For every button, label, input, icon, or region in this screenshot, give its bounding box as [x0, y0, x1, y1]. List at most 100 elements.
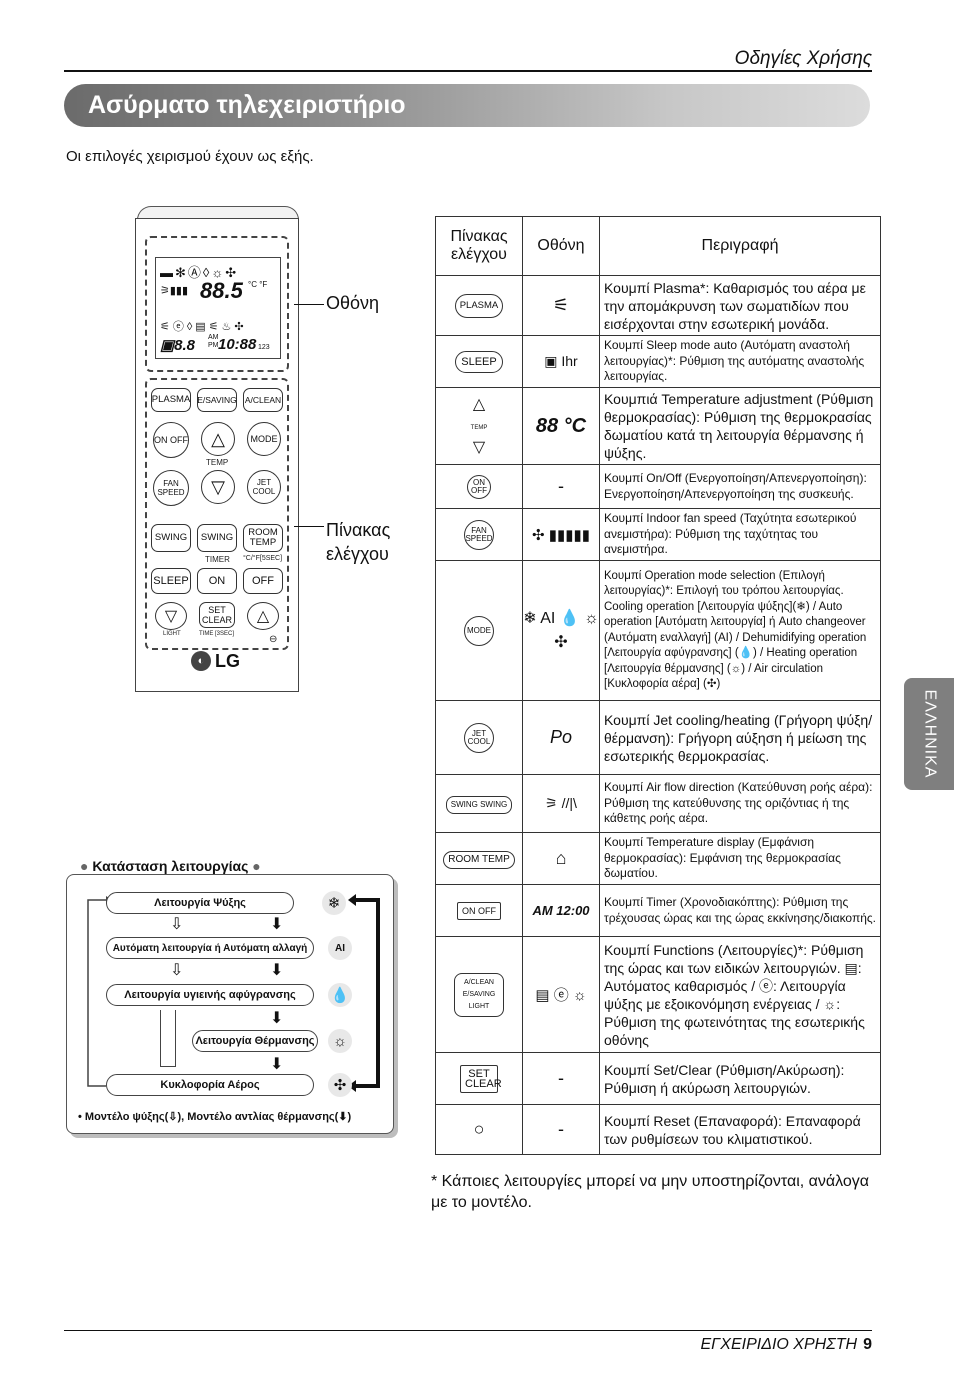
title-bar: Ασύρματο τηλεχειριστήριο — [64, 84, 870, 127]
col-header-display: Οθόνη — [522, 216, 600, 276]
mode-cooling: Λειτουργία Ψύξης — [106, 892, 294, 914]
arrow-down-icon: ⇩ — [170, 916, 184, 933]
jet-cool-button[interactable]: JET COOL — [247, 470, 281, 504]
swing-vertical-button[interactable]: SWING — [151, 524, 191, 552]
table-row: SWING SWING ⚞ //|\ Κουμπί Air flow direc… — [435, 774, 881, 833]
on-off-button[interactable]: ON OFF — [467, 474, 491, 499]
mode-auto: Αυτόματη λειτουργία ή Αυτόματη αλλαγή — [106, 937, 314, 959]
language-tab[interactable]: ΕΛΛΗΝΙΚΑ — [904, 678, 954, 790]
temp-buttons[interactable]: △TEMP▽ — [435, 387, 523, 465]
table-row: MODE ❄ AI 💧 ☼ ✣ Κουμπί Operation mode se… — [435, 560, 881, 701]
esaving-button[interactable]: E/SAVING — [197, 388, 237, 412]
plasma-display-icon: ⚟ — [522, 275, 600, 336]
footnote: * Κάποιες λειτουργίες μπορεί να μην υποσ… — [431, 1173, 870, 1211]
fan-speed-display-icon: ✣ ▮▮▮▮▮ — [522, 508, 600, 561]
table-cell-display: - — [522, 1104, 600, 1155]
timer-off-button[interactable]: OFF — [243, 568, 283, 594]
function-table: Πίνακας ελέγχου Οθόνη Περιγραφή PLASMA ⚟… — [435, 216, 881, 1155]
intro-text: Οι επιλογές χειρισμού έχουν ως εξής. — [66, 148, 314, 165]
table-row: ROOM TEMP ⌂ Κουμπί Temperature display (… — [435, 832, 881, 885]
air-circulation-icon: ✣ — [328, 1073, 352, 1097]
table-cell-description: Κουμπί Air flow direction (Κατεύθυνση ρο… — [599, 774, 881, 833]
arrow-down-solid-icon: ⬇ — [270, 1056, 284, 1073]
swing-horizontal-button[interactable]: SWING — [197, 524, 237, 552]
fan-speed-button[interactable]: FAN SPEED — [464, 519, 494, 550]
table-cell-display: - — [522, 1052, 600, 1105]
table-cell-display: - — [522, 464, 600, 509]
sleep-button[interactable]: SLEEP — [455, 350, 503, 373]
set-clear-button[interactable]: SET CLEAR — [460, 1064, 502, 1093]
aclean-button[interactable]: A/CLEAN — [243, 388, 283, 412]
plasma-button[interactable]: PLASMA — [454, 293, 504, 318]
col-header-description: Περιγραφή — [599, 216, 881, 276]
table-cell-description: Κουμπί Operation mode selection (Επιλογή… — [599, 560, 881, 701]
room-temp-button[interactable]: ROOM TEMP — [443, 850, 515, 869]
cf-label: °C/°F[5SEC] — [243, 555, 283, 562]
table-header-row: Πίνακας ελέγχου Οθόνη Περιγραφή — [435, 216, 881, 276]
lcd-count: 123 — [258, 344, 270, 351]
table-cell-description: Κουμπί Temperature display (Εμφάνιση θερ… — [599, 832, 881, 885]
table-cell-description: Κουμπί Sleep mode auto (Αυτόματη αναστολ… — [599, 335, 881, 388]
table-row: ○ - Κουμπί Reset (Επαναφορά): Επαναφορά … — [435, 1104, 881, 1155]
mode-dehumidify: Λειτουργία υγιεινής αφύγρανσης — [106, 984, 314, 1006]
status-flow-arrows — [87, 894, 380, 1092]
lcd-set-temp: ▣8.8 — [160, 337, 196, 354]
plasma-button[interactable]: PLASMA — [151, 388, 191, 412]
col-header-panel: Πίνακας ελέγχου — [435, 216, 523, 276]
swing-buttons[interactable]: SWING SWING — [445, 795, 513, 814]
status-note: • Μοντέλο ψύξης(⇩), Μοντέλο αντλίας θέρμ… — [78, 1111, 352, 1123]
reset-icon[interactable]: ⊖ — [269, 634, 278, 645]
table-cell-description: Κουμπί Jet cooling/heating (Γρήγορη ψύξη… — [599, 700, 881, 775]
lcd-time: 10:88 — [218, 336, 257, 353]
jet-cool-button[interactable]: JET COOL — [464, 722, 494, 753]
table-row: A/CLEAN E/SAVING LIGHT ▤ ⓔ ☼ Κουμπί Func… — [435, 936, 881, 1053]
arrow-down-solid-icon: ⬇ — [270, 962, 284, 979]
footer-label: ΕΓΧΕΙΡΙΔΙΟ ΧΡΗΣΤΗ — [700, 1336, 858, 1353]
mode-air-circulation: Κυκλοφορία Αέρος — [106, 1074, 314, 1096]
mode-heating: Λειτουργία Θέρμανσης — [192, 1030, 318, 1052]
timer-on-off-buttons[interactable]: ON OFF — [457, 902, 501, 920]
temp-label: TEMP — [206, 458, 229, 467]
table-row: ON OFF - Κουμπί On/Off (Ενεργοποίηση/Απε… — [435, 464, 881, 509]
set-clear-button[interactable]: SET CLEAR — [199, 602, 235, 628]
on-off-button[interactable]: ON OFF — [153, 422, 189, 458]
time-label: TIME [3SEC] — [199, 631, 235, 637]
function-buttons[interactable]: A/CLEAN E/SAVING LIGHT — [454, 972, 504, 1017]
arrow-down-solid-icon: ⬇ — [270, 1010, 284, 1027]
display-dashed-frame — [145, 236, 289, 372]
table-cell-description: Κουμπί Indoor fan speed (Ταχύτητα εσωτερ… — [599, 508, 881, 561]
table-cell-description: Κουμπί Timer (Χρονοδιακόπτης): Ρύθμιση τ… — [599, 884, 881, 937]
lcd-function-icons: ⚟ⓔ◊▤⚟♨✣ — [160, 321, 247, 333]
sleep-button[interactable]: SLEEP — [151, 568, 191, 594]
reset-button[interactable]: ○ — [435, 1104, 523, 1155]
fan-speed-button[interactable]: FAN SPEED — [153, 470, 189, 506]
mode-button[interactable]: MODE — [464, 615, 494, 646]
sleep-display-icon: ▣ Ihr — [522, 335, 600, 388]
room-temp-button[interactable]: ROOM TEMP — [243, 524, 283, 552]
table-cell-description: Κουμπί Reset (Επαναφορά): Επαναφορά των … — [599, 1104, 881, 1155]
table-cell-description: Κουμπί Set/Clear (Ρύθμιση/Ακύρωση): Ρύθμ… — [599, 1052, 881, 1105]
function-display-icons: ▤ ⓔ ☼ — [522, 936, 600, 1053]
panel-callout-line — [294, 526, 324, 527]
page-number: 9 — [863, 1336, 872, 1353]
lcd-unit: °C °F — [248, 280, 268, 289]
mode-display-icons: ❄ AI 💧 ☼ ✣ — [522, 560, 600, 701]
jet-cool-display-icon: Po — [522, 700, 600, 775]
auto-icon: AI — [328, 936, 352, 960]
timer-on-button[interactable]: ON — [197, 568, 237, 594]
mode-button[interactable]: MODE — [247, 422, 281, 456]
section-header: Οδηγίες Χρήσης — [734, 48, 872, 69]
page-footer: ΕΓΧΕΙΡΙΔΙΟ ΧΡΗΣΤΗ 9 — [701, 1336, 873, 1354]
timer-display-icon: AM 12:00 — [522, 884, 600, 937]
panel-dashed-frame — [145, 378, 289, 650]
cooling-icon: ❄ — [322, 891, 346, 915]
temp-down-button[interactable]: ▽ — [201, 470, 235, 504]
table-row: ON OFF AM 12:00 Κουμπί Timer (Χρονοδιακό… — [435, 884, 881, 937]
temp-up-button[interactable]: △ — [201, 422, 235, 456]
time-down-button[interactable]: ▽ — [155, 602, 187, 630]
time-up-button[interactable]: △ — [247, 602, 279, 630]
